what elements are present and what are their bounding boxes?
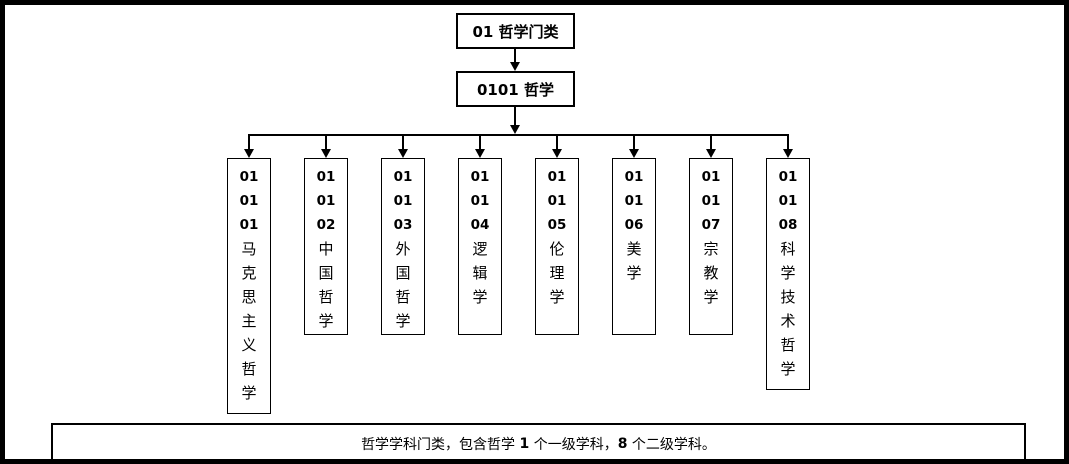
- connector-branch-to-child: [402, 136, 404, 149]
- child-node-name: 科 学 技 术 哲 学: [780, 240, 796, 378]
- level1-node: 0101 哲学: [456, 71, 575, 107]
- arrow-down-icon: [244, 149, 254, 158]
- child-node-010103: 01 01 03 外 国 哲 学: [381, 158, 425, 335]
- child-node-name: 逻 辑 学: [472, 240, 488, 306]
- connector-branch-to-child: [556, 136, 558, 149]
- child-node-name: 中 国 哲 学: [318, 240, 334, 330]
- connector-branch-to-child: [325, 136, 327, 149]
- child-node-code: 01 01 03: [393, 169, 413, 233]
- root-node: 01 哲学门类: [456, 13, 575, 49]
- arrow-down-icon: [321, 149, 331, 158]
- arrow-down-icon: [510, 62, 520, 71]
- connector-branch-to-child: [787, 136, 789, 149]
- connector-branch-to-child: [479, 136, 481, 149]
- connector-l1-to-branch: [514, 107, 516, 125]
- child-node-010102: 01 01 02 中 国 哲 学: [304, 158, 348, 335]
- child-node-name: 外 国 哲 学: [395, 240, 411, 330]
- child-node-010104: 01 01 04 逻 辑 学: [458, 158, 502, 335]
- child-node-code: 01 01 02: [316, 169, 336, 233]
- child-node-010108: 01 01 08 科 学 技 术 哲 学: [766, 158, 810, 390]
- arrow-down-icon: [510, 125, 520, 134]
- child-node-code: 01 01 01: [239, 169, 259, 233]
- arrow-down-icon: [398, 149, 408, 158]
- child-node-name: 伦 理 学: [549, 240, 565, 306]
- arrow-down-icon: [552, 149, 562, 158]
- caption-box: 哲学学科门类，包含哲学 1 个一级学科， 8 个二级学科。: [51, 423, 1026, 459]
- branch-line: [248, 134, 789, 136]
- child-node-010101: 01 01 01 马 克 思 主 义 哲 学: [227, 158, 271, 414]
- caption-text: 个二级学科。: [627, 436, 716, 453]
- connector-branch-to-child: [633, 136, 635, 149]
- connector-branch-to-child: [248, 136, 250, 149]
- child-node-code: 01 01 06: [624, 169, 644, 233]
- child-node-code: 01 01 07: [701, 169, 721, 233]
- child-node-name: 宗 教 学: [703, 240, 719, 306]
- arrow-down-icon: [629, 149, 639, 158]
- child-node-010105: 01 01 05 伦 理 学: [535, 158, 579, 335]
- arrow-down-icon: [783, 149, 793, 158]
- connector-root-to-l1: [514, 49, 516, 62]
- connector-branch-to-child: [710, 136, 712, 149]
- arrow-down-icon: [706, 149, 716, 158]
- caption-text: 哲学学科门类，包含哲学: [361, 436, 520, 453]
- child-node-010107: 01 01 07 宗 教 学: [689, 158, 733, 335]
- child-node-name: 马 克 思 主 义 哲 学: [241, 240, 257, 402]
- caption-text: 个一级学科，: [529, 436, 618, 453]
- child-node-name: 美 学: [626, 240, 642, 282]
- caption-count-first-level: 1: [519, 435, 530, 452]
- child-node-code: 01 01 04: [470, 169, 490, 233]
- child-node-code: 01 01 05: [547, 169, 567, 233]
- child-node-code: 01 01 08: [778, 169, 798, 233]
- root-node-label: 01 哲学门类: [472, 22, 559, 41]
- caption-count-second-level: 8: [617, 435, 628, 452]
- child-node-010106: 01 01 06 美 学: [612, 158, 656, 335]
- level1-node-label: 0101 哲学: [477, 80, 554, 99]
- arrow-down-icon: [475, 149, 485, 158]
